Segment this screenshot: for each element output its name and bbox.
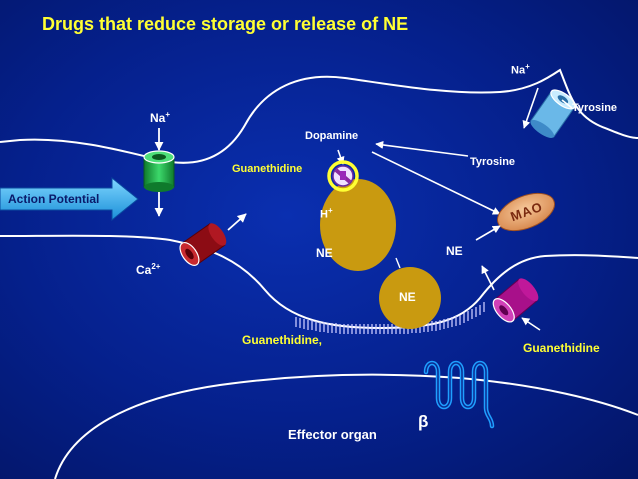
dopamine-label: Dopamine bbox=[305, 130, 359, 142]
tyrosine-transporter bbox=[530, 89, 576, 138]
ne-uptake-transporter bbox=[492, 278, 539, 323]
vesicle-exocytosis-arrow bbox=[395, 257, 401, 269]
tyrosine-label-top: Tyrosine bbox=[572, 102, 618, 114]
sodium-channel bbox=[143, 150, 175, 192]
ne-uptake-arrow-in bbox=[481, 265, 495, 291]
action-potential-label: Action Potential bbox=[8, 192, 100, 206]
sodium-label-left: Na+ bbox=[150, 110, 171, 125]
beta-receptor-label: β bbox=[418, 412, 429, 431]
calcium-label: Ca2+ bbox=[136, 262, 161, 277]
synaptic-active-zone bbox=[295, 302, 485, 334]
released-ne-vesicle bbox=[379, 267, 441, 329]
ne-vesicle-label: NE bbox=[316, 246, 333, 260]
slide-title: Drugs that reduce storage or release of … bbox=[42, 14, 409, 34]
ne-released-label: NE bbox=[399, 290, 416, 304]
sodium-cotransport-arrow bbox=[522, 87, 539, 129]
guanethidine-release-label: Guanethidine, bbox=[242, 333, 323, 347]
tyrosine-label-mid: Tyrosine bbox=[470, 156, 516, 168]
proton-label: H+ bbox=[320, 206, 333, 221]
prohibition-circle-icon bbox=[327, 160, 359, 192]
calcium-influx-arrow bbox=[227, 213, 247, 231]
guanethidine-uptake-label: Guanethidine bbox=[523, 341, 600, 355]
vesicular-transporter bbox=[332, 165, 354, 187]
calcium-channel bbox=[179, 223, 227, 266]
action-potential-arrow bbox=[0, 176, 139, 222]
mao-enzyme bbox=[497, 192, 555, 232]
ne-storage-vesicle bbox=[320, 179, 396, 271]
guanethidine-vesicle-label: Guanethidine bbox=[232, 163, 303, 175]
sodium-label-top-right: Na+ bbox=[511, 62, 530, 77]
tyrosine-uptake-arrow bbox=[561, 99, 573, 109]
guanethidine-uptake-arrow bbox=[521, 317, 541, 331]
receptor-icon bbox=[423, 360, 495, 429]
effector-organ-label: Effector organ bbox=[288, 427, 377, 442]
receptor-icon-inner bbox=[425, 362, 493, 427]
ne-reuptake-arrow-out bbox=[475, 225, 501, 241]
ne-synaptic-label: NE bbox=[446, 244, 463, 258]
tyrosine-to-dopamine-arrow bbox=[375, 140, 469, 157]
effector-organ-membrane bbox=[54, 373, 638, 479]
ne-to-mao-arrow bbox=[371, 151, 501, 215]
